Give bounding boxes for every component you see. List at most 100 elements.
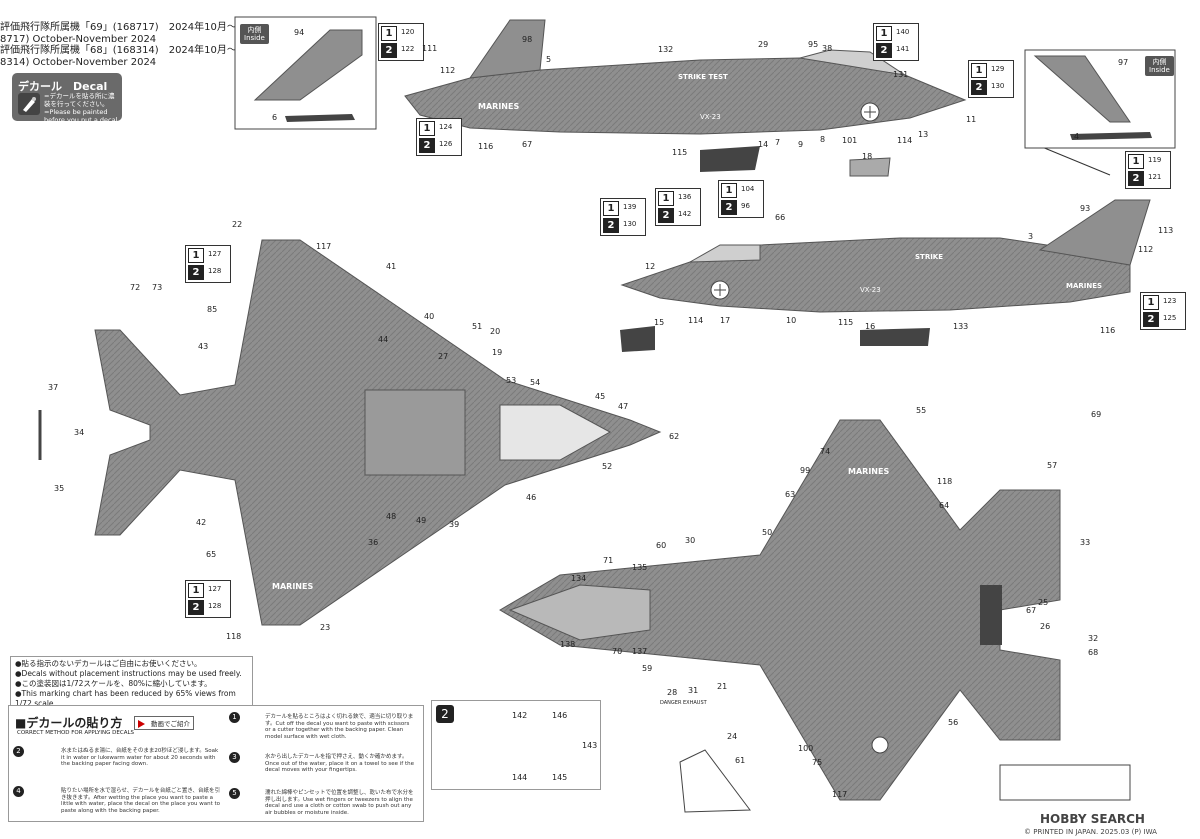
part-number-label: 115: [838, 318, 854, 327]
strike-label: STRIKE: [915, 253, 944, 261]
part-number-label: 41: [386, 262, 397, 271]
step-2-text: 水またはぬるま湯に、台紙をそのまま20秒ほど浸します。Soak it in wa…: [61, 748, 219, 767]
callout-mark-1: 1: [1128, 154, 1144, 169]
callout-value: 140: [896, 28, 910, 36]
part-number-label: 22: [232, 220, 243, 229]
part-number-label: 16: [865, 322, 876, 331]
callout-mark-2: 2: [1128, 171, 1144, 186]
part-number-label: 29: [758, 40, 769, 49]
callout-value: 122: [401, 45, 415, 53]
part-number-label: 40: [424, 312, 435, 321]
part-number-label: 98: [522, 35, 533, 44]
part-number-label: 114: [688, 316, 704, 325]
callout-value: 104: [741, 185, 755, 193]
part-number-label: 11: [966, 115, 977, 124]
part-number-label: 116: [1100, 326, 1116, 335]
part-number-label: 34: [74, 428, 85, 437]
part-number-label: 66: [775, 213, 786, 222]
part-number-label: 12: [645, 262, 656, 271]
insert-label: 145: [552, 773, 568, 782]
part-number-label: 54: [530, 378, 541, 387]
header-line-1: 評価飛行隊所属機「69」(168717) 2024年10月～11月: [0, 22, 260, 33]
part-number-label: 46: [526, 493, 537, 502]
callout-mark-2: 2: [1143, 312, 1159, 327]
part-number-label: 116: [478, 142, 494, 151]
part-number-label: 74: [820, 447, 831, 456]
part-number-label: 9: [798, 140, 804, 149]
header-line-4: 8314) October-November 2024: [0, 57, 157, 68]
header-line-3: 評価飛行隊所属機「68」(168314) 2024年10月～11月: [0, 45, 260, 56]
part-number-label: 95: [808, 40, 819, 49]
callout-value: 130: [623, 220, 637, 228]
part-number-label: 23: [320, 623, 331, 632]
callout-value: 123: [1163, 297, 1177, 305]
part-number-label: 114: [897, 136, 913, 145]
part-number-label: 14: [758, 140, 769, 149]
part-number-label: 55: [916, 406, 927, 415]
part-number-label: 28: [667, 688, 678, 697]
part-number-label: 67: [522, 140, 533, 149]
part-number-label: 101: [842, 136, 858, 145]
part-number-label: 33: [1080, 538, 1091, 547]
callout-mark-2: 2: [381, 43, 397, 58]
side-view-lower: [620, 199, 1151, 352]
part-number-label: 118: [226, 632, 242, 641]
part-number-label: 56: [948, 718, 959, 727]
callout-mark-2: 2: [658, 208, 674, 223]
step-2-number: 2: [13, 746, 24, 757]
part-number-label: 134: [571, 574, 587, 583]
callout-mark-1: 1: [188, 583, 204, 598]
fin-inside-left: [253, 29, 363, 101]
callout-mark-1: 1: [603, 201, 619, 216]
step-1-text: デカールを貼るところはよく切れる鋏で、適当に切り取ります。Cut off the…: [265, 714, 414, 740]
part-number-label: 44: [378, 335, 389, 344]
part-number-label: 26: [1040, 622, 1051, 631]
insert-label: 142: [512, 711, 528, 720]
part-number-label: 65: [206, 550, 217, 559]
part-number-label: 69: [1091, 410, 1102, 419]
copyright: © PRINTED IN JAPAN. 2025.03 (P) IWA: [1024, 828, 1157, 836]
danger-exhaust-label: DANGER EXHAUST: [660, 700, 707, 706]
part-number-label: 42: [196, 518, 207, 527]
part-number-label: 111: [422, 44, 438, 53]
howto-subtitle: CORRECT METHOD FOR APPLYING DECALS: [17, 730, 135, 736]
callout-value: 136: [678, 193, 692, 201]
part-number-label: 138: [560, 640, 576, 649]
video-button[interactable]: 動画でご紹介: [134, 716, 194, 730]
part-number-label: 112: [440, 66, 456, 75]
part-number-label: 32: [1088, 634, 1099, 643]
part-number-label: 70: [612, 647, 623, 656]
part-number-label: 24: [727, 732, 738, 741]
callout-value: 127: [208, 250, 222, 258]
part-number-label: 131: [893, 70, 909, 79]
callout-value: 130: [991, 82, 1005, 90]
marines-label-upper: MARINES: [478, 102, 520, 111]
part-number-label: 67: [1026, 606, 1037, 615]
part-number-label: 57: [1047, 461, 1058, 470]
step-3-number: 3: [229, 752, 240, 763]
part-number-label: 68: [1088, 648, 1099, 657]
part-number-label: 3: [1028, 232, 1034, 241]
callout-mark-1: 1: [188, 248, 204, 263]
callout-value: 139: [623, 203, 637, 211]
insert-label: 143: [582, 741, 598, 750]
header-line-2: 8717) October-November 2024: [0, 34, 157, 45]
callout-mark-1: 1: [419, 121, 435, 136]
callout-value: 127: [208, 585, 222, 593]
part-number-label: 36: [368, 538, 379, 547]
step-1-number: 1: [229, 712, 240, 723]
part-number-label: 94: [294, 28, 305, 37]
part-number-label: 39: [449, 520, 460, 529]
decal-howto-panel: ■デカールの貼り方 CORRECT METHOD FOR APPLYING DE…: [8, 705, 424, 822]
decal-legend-box: デカール Decal =デカールを貼る所に濃装を行ってください。 =Please…: [12, 73, 122, 124]
part-number-label: 71: [603, 556, 614, 565]
vx23-label-lower: VX-23: [860, 286, 881, 294]
callout-value: 126: [439, 140, 453, 148]
